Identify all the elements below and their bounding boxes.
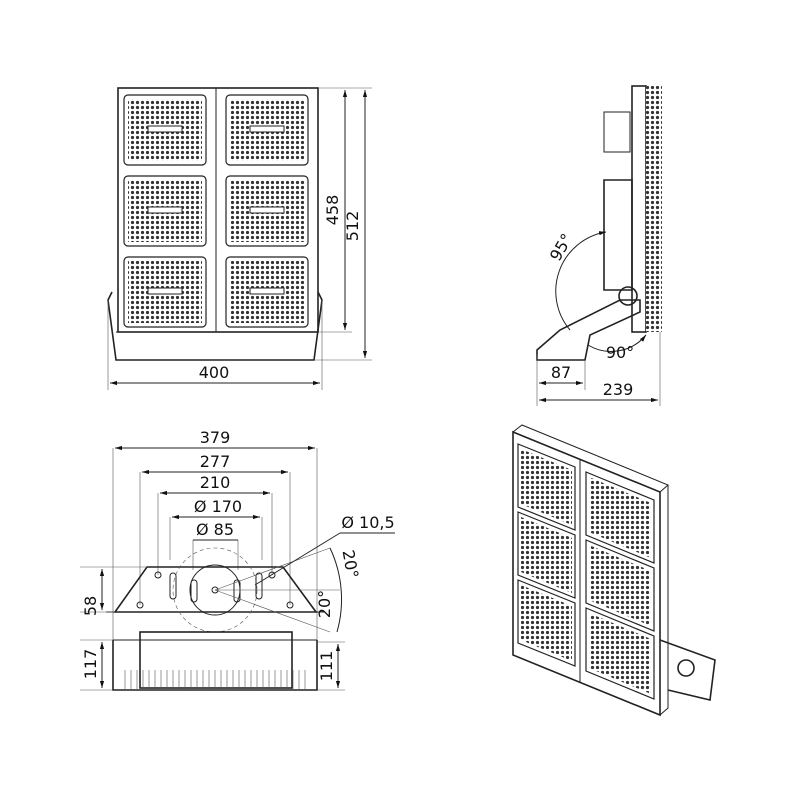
side-bracket: [536, 299, 641, 361]
dim-87: 87: [551, 363, 571, 382]
dim-379: 379: [200, 428, 231, 447]
dim-277: 277: [200, 452, 231, 471]
iso-led-modules: [517, 443, 655, 700]
dim-58: 58: [81, 596, 100, 616]
front-view: 458 512 400: [107, 87, 372, 390]
angle-90: 90°: [606, 343, 634, 362]
bracket-view: 379 277 210 Ø 170 Ø 85 Ø 10,5 20° 20° 58: [80, 428, 395, 691]
dim-dia-170: Ø 170: [194, 497, 242, 516]
dim-400: 400: [199, 363, 230, 382]
mounting-bracket: [107, 291, 323, 361]
isometric-view: [512, 424, 716, 717]
dim-117: 117: [81, 649, 100, 680]
angle-top-20: 20°: [339, 548, 363, 579]
angle-95: 95°: [546, 230, 577, 264]
dim-458: 458: [323, 195, 342, 226]
side-view: 95° 90° 87 239: [536, 85, 662, 406]
dim-512: 512: [343, 211, 362, 242]
dim-111: 111: [317, 651, 336, 682]
iso-bracket: [659, 639, 716, 701]
dim-239: 239: [603, 380, 634, 399]
dim-hole-dia: Ø 10,5: [341, 513, 394, 532]
dim-210: 210: [200, 473, 231, 492]
angle-bottom-20: 20°: [315, 590, 334, 618]
led-modules: [123, 94, 309, 328]
dim-dia-85: Ø 85: [196, 520, 234, 539]
heatsink-fins: [124, 670, 306, 690]
